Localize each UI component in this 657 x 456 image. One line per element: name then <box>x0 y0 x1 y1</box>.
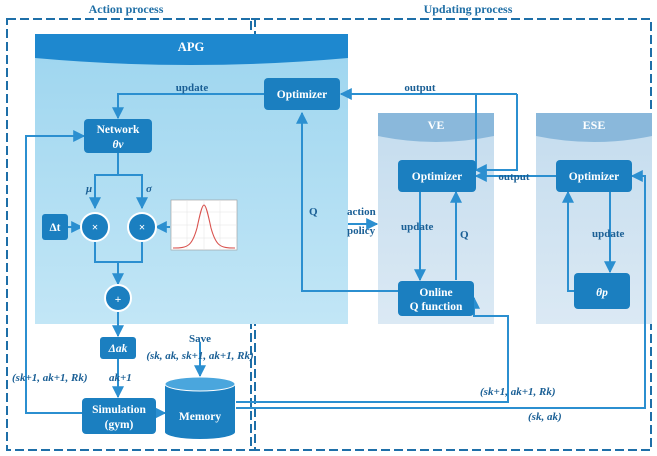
sa-tuple-label: (sk, ak) <box>528 411 562 423</box>
multiply-1-symbol: × <box>92 222 99 234</box>
delta-a-label: Δak <box>108 343 128 355</box>
update-ve-label: update <box>401 221 434 233</box>
network-box: Network θv <box>84 119 152 153</box>
output-top-label: output <box>404 82 436 94</box>
left-feedback-tuple: (sk+1, ak+1, Rk) <box>12 372 87 384</box>
network-label: Network <box>97 124 140 136</box>
multiply-node-1: × <box>80 212 110 242</box>
updating-process-header: Updating process <box>424 2 513 16</box>
q-left-label: Q <box>309 206 318 218</box>
right-tuple-label: (sk+1, ak+1, Rk) <box>480 386 555 398</box>
delta-t-label: Δt <box>49 222 60 234</box>
multiply-node-2: × <box>127 212 157 242</box>
save-tuple-label: (sk, ak, sk+1, ak+1, Rk) <box>146 350 253 362</box>
simulation-label: Simulation <box>92 404 146 416</box>
sum-symbol: + <box>115 294 122 306</box>
action-process-header: Action process <box>89 2 164 16</box>
a-next-label: ak+1 <box>109 372 132 384</box>
output-mid-label: output <box>498 171 530 183</box>
simulation-box: Simulation (gym) <box>82 398 156 434</box>
sum-node: + <box>104 284 132 312</box>
apg-optimizer-box: Optimizer <box>264 78 340 110</box>
ve-optimizer-label: Optimizer <box>412 171 462 183</box>
online-q-box: Online Q function <box>398 281 474 316</box>
mu-label: μ <box>85 183 92 195</box>
memory-label: Memory <box>179 411 221 423</box>
update-ese-label: update <box>592 228 625 240</box>
theta-p-box: θp <box>574 273 630 309</box>
q-function-label: Q function <box>410 301 463 313</box>
simulation-sub-label: (gym) <box>105 419 134 431</box>
policy-label: policy <box>347 225 376 237</box>
save-label: Save <box>189 333 211 345</box>
delta-a-box: Δak <box>100 337 136 359</box>
ese-optimizer-box: Optimizer <box>556 160 632 192</box>
apg-optimizer-label: Optimizer <box>277 89 327 101</box>
sigma-label: σ <box>146 183 153 195</box>
theta-p-label: θp <box>596 287 608 299</box>
online-label: Online <box>419 287 452 299</box>
apg-title: APG <box>178 40 205 54</box>
ve-title: VE <box>428 118 445 132</box>
ve-optimizer-box: Optimizer <box>398 160 476 192</box>
delta-t-box: Δt <box>42 214 68 240</box>
network-theta-label: θv <box>112 139 124 151</box>
gaussian-plot <box>170 199 238 251</box>
ese-title: ESE <box>583 118 606 132</box>
q-ve-label: Q <box>460 229 469 241</box>
multiply-2-symbol: × <box>139 222 146 234</box>
ese-optimizer-label: Optimizer <box>569 171 619 183</box>
update-apg-label: update <box>176 82 209 94</box>
memory-cylinder: Memory <box>164 376 236 439</box>
action-label: action <box>347 206 376 218</box>
